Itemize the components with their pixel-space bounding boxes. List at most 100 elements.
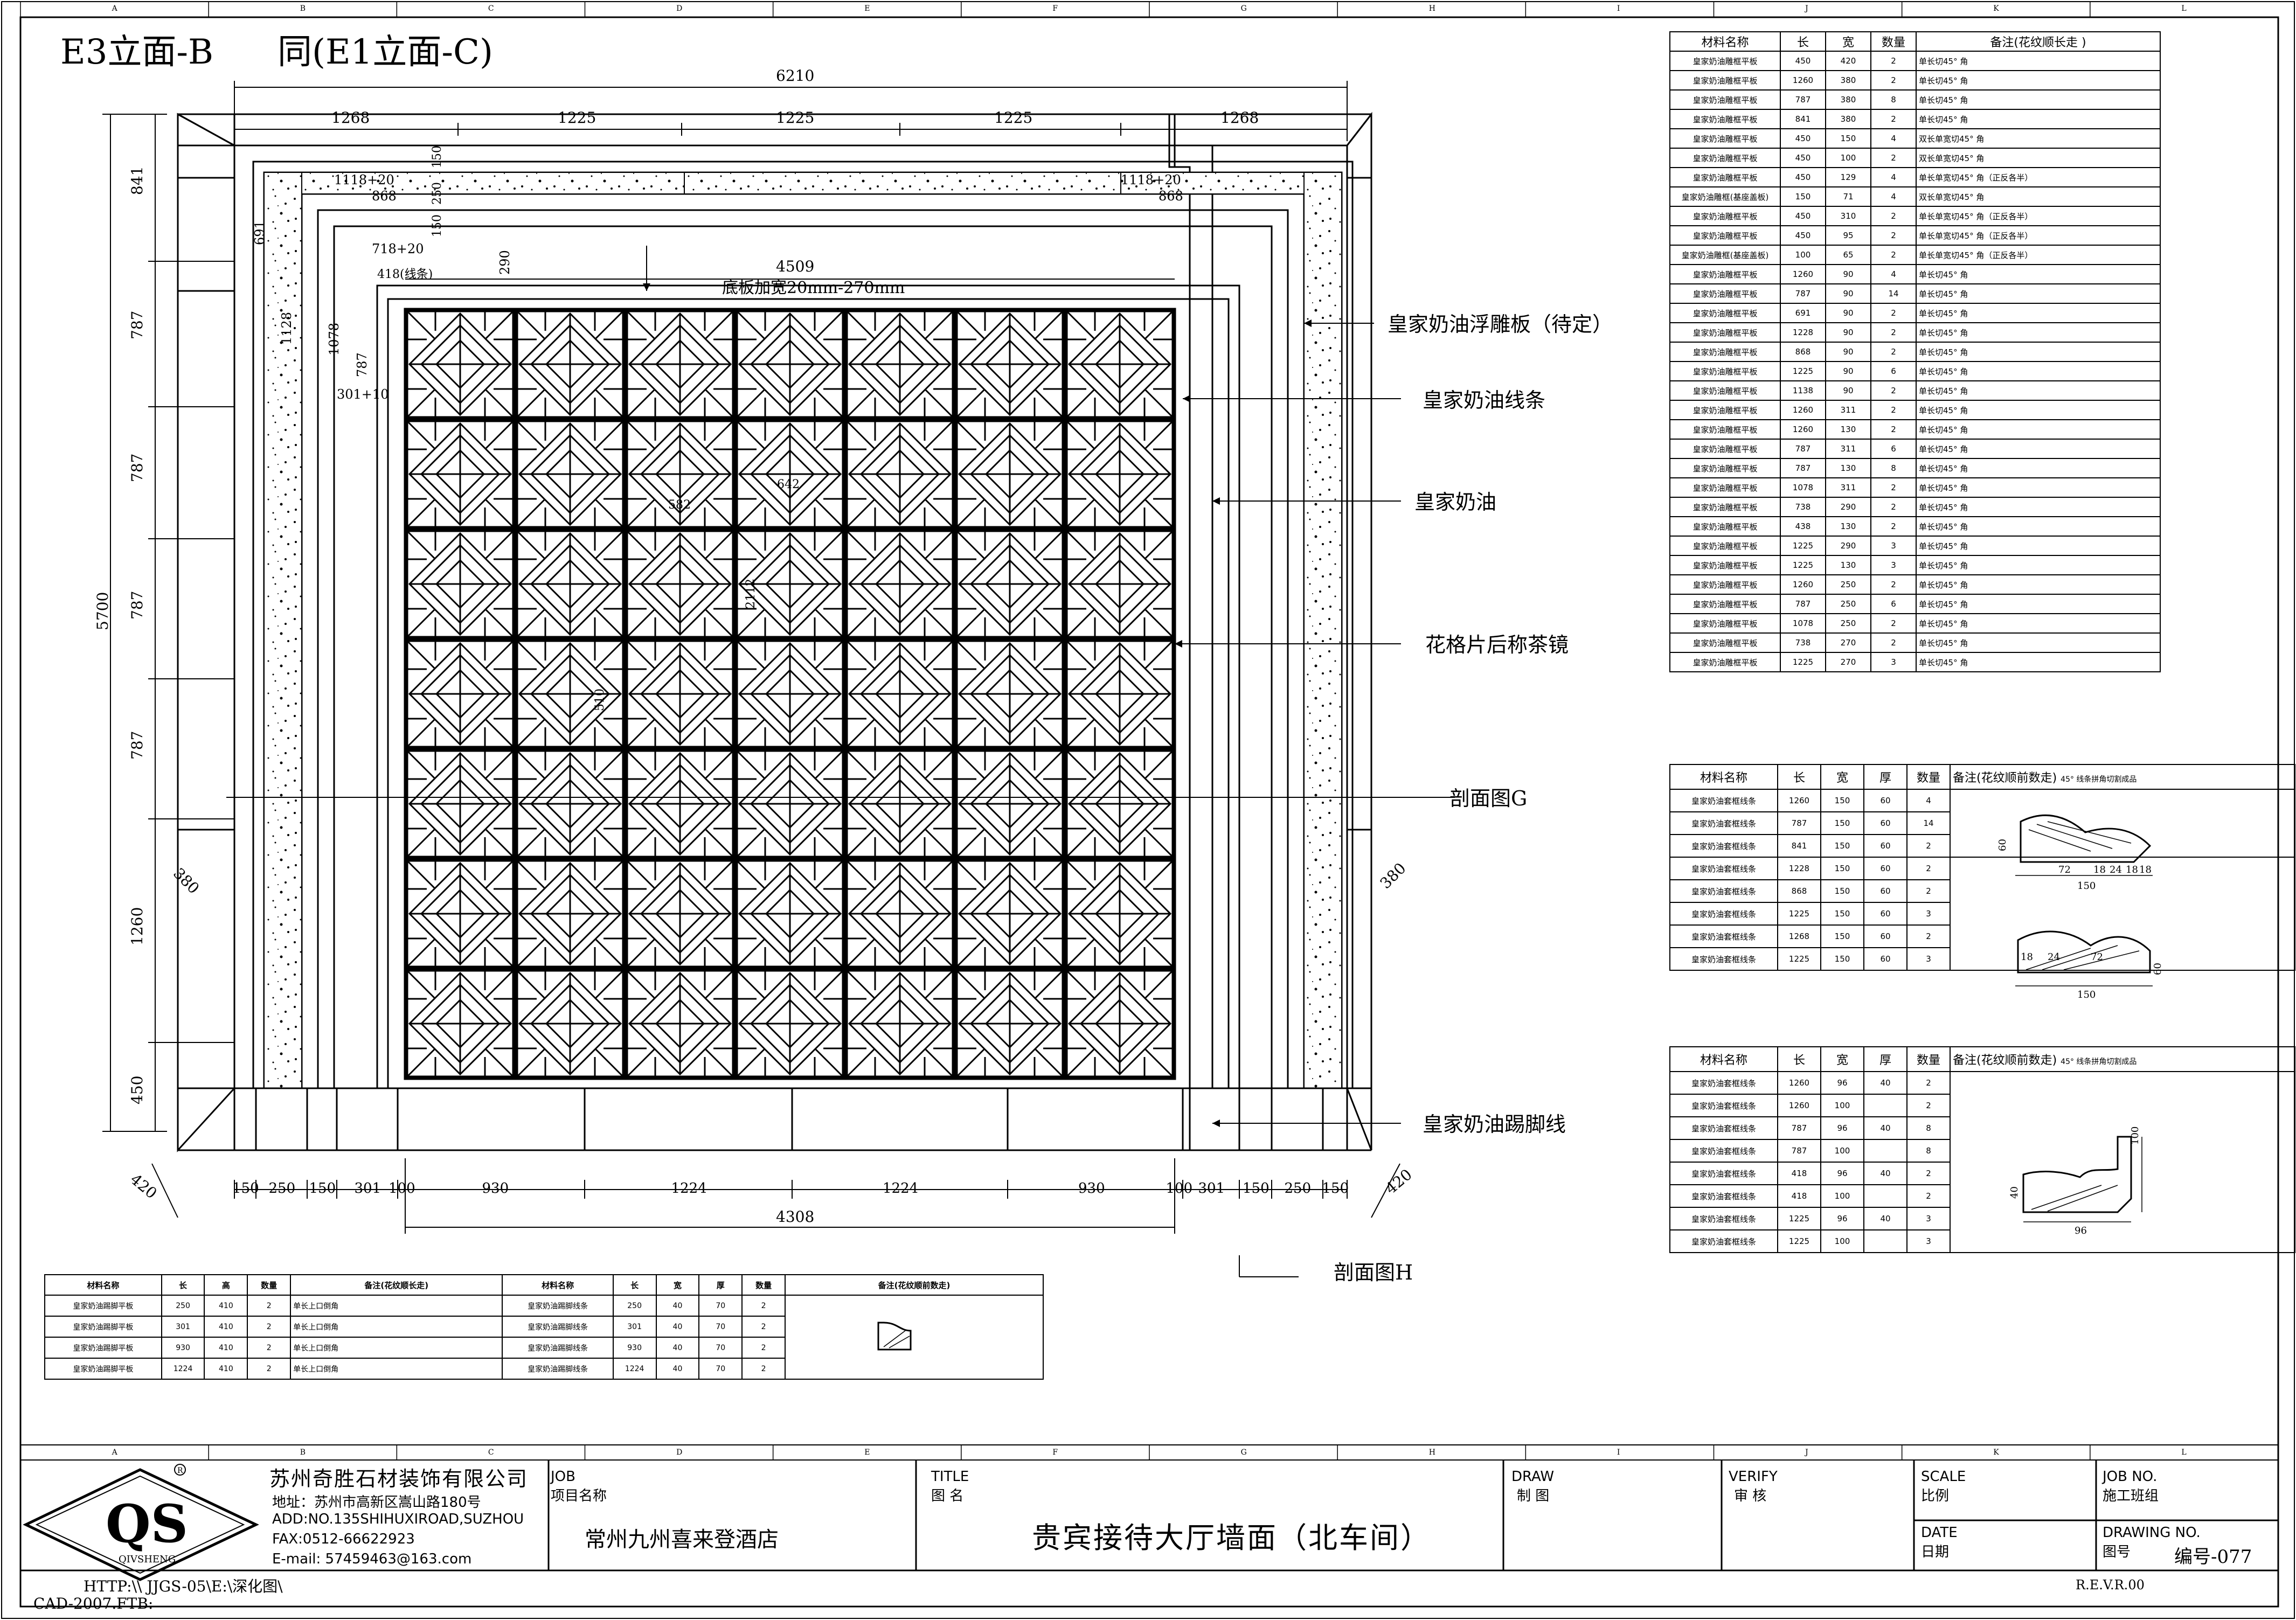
t1-header: 数量 bbox=[1870, 31, 1917, 52]
callout-lattice-mirror: 花格片后称茶镜 bbox=[1425, 633, 1569, 657]
table-cell: 皇家奶油雕框平板 bbox=[1669, 264, 1781, 284]
svg-text:301+10: 301+10 bbox=[337, 387, 389, 402]
border-letter: F bbox=[1052, 1448, 1058, 1457]
logo-mark: QS bbox=[106, 1493, 188, 1554]
profile-sketch-cell bbox=[1950, 857, 2295, 971]
bottom-dimension-label: 930 bbox=[1078, 1180, 1105, 1197]
table-cell: 14 bbox=[1906, 811, 1951, 835]
border-letter: H bbox=[1429, 1448, 1435, 1457]
table-cell: 40 bbox=[655, 1358, 700, 1380]
t1-header: 材料名称 bbox=[1669, 31, 1781, 52]
table-cell: 1225 bbox=[1777, 1207, 1821, 1230]
border-letter: H bbox=[1429, 4, 1435, 13]
table-cell: 418 bbox=[1777, 1162, 1821, 1185]
border-letter: K bbox=[1993, 1448, 1999, 1457]
table-cell: 皇家奶油雕框(基座盖板) bbox=[1669, 245, 1781, 265]
svg-text:787: 787 bbox=[128, 591, 146, 620]
table-cell: 6 bbox=[1870, 594, 1917, 614]
svg-text:1268: 1268 bbox=[1220, 109, 1259, 127]
company-fax: FAX:0512-66622923 bbox=[272, 1531, 415, 1547]
table-cell: 2 bbox=[1870, 497, 1917, 517]
profile-sketch-cell bbox=[1950, 789, 2295, 858]
table-cell: 2 bbox=[1906, 1162, 1951, 1185]
table-cell: 301 bbox=[612, 1316, 657, 1338]
table-cell: 4 bbox=[1906, 789, 1951, 812]
table-cell: 150 bbox=[1820, 902, 1864, 926]
table-cell: 皇家奶油雕框平板 bbox=[1669, 652, 1781, 672]
table-cell: 738 bbox=[1780, 632, 1826, 653]
cad-version: CAD-2007.FTB: bbox=[33, 1595, 154, 1612]
table-cell: 2 bbox=[1870, 400, 1917, 420]
table-cell: 40 bbox=[655, 1295, 700, 1317]
table-cell: 单长切45° 角 bbox=[1916, 380, 2161, 401]
svg-text:380: 380 bbox=[170, 865, 203, 898]
material-table-skirting: 材料名称 长 高 数量 备注(花纹顺长走) 材料名称 长 宽 厚 数量 备注(花… bbox=[44, 1274, 1044, 1380]
table-cell: 787 bbox=[1780, 594, 1826, 614]
table-cell: 1225 bbox=[1780, 652, 1826, 672]
table-cell: 150 bbox=[1820, 879, 1864, 903]
table-cell: 130 bbox=[1825, 458, 1871, 478]
table-cell: 单长上口倒角 bbox=[290, 1337, 503, 1359]
revision: R.E.V.R.00 bbox=[2076, 1577, 2145, 1593]
base-note: 底板加宽20mm-270mm bbox=[722, 279, 905, 297]
title-label-cn: 图 名 bbox=[931, 1488, 964, 1504]
svg-text:1225: 1225 bbox=[776, 109, 814, 127]
table-cell: 90 bbox=[1825, 342, 1871, 362]
table-cell: 311 bbox=[1825, 439, 1871, 459]
border-letter: E bbox=[864, 4, 870, 13]
t3-header: 厚 bbox=[1863, 1046, 1907, 1072]
callout-trim-line: 皇家奶油线条 bbox=[1423, 388, 1545, 412]
table-cell: 410 bbox=[204, 1295, 248, 1317]
svg-text:787: 787 bbox=[128, 311, 146, 339]
table-cell: 皇家奶油踢脚平板 bbox=[44, 1337, 162, 1359]
t4-header: 长 bbox=[161, 1274, 205, 1296]
table-cell: 皇家奶油套框线条 bbox=[1669, 947, 1778, 971]
verify-label-en: VERIFY bbox=[1729, 1469, 1778, 1485]
table-cell: 皇家奶油雕框平板 bbox=[1669, 516, 1781, 537]
svg-text:787: 787 bbox=[128, 454, 146, 482]
table-cell: 8 bbox=[1906, 1116, 1951, 1140]
table-cell: 410 bbox=[204, 1316, 248, 1338]
table-cell: 310 bbox=[1825, 206, 1871, 226]
table-cell: 90 bbox=[1825, 380, 1871, 401]
table-cell: 皇家奶油套框线条 bbox=[1669, 857, 1778, 880]
t1-header: 备注(花纹顺长走 ) bbox=[1916, 31, 2161, 52]
svg-text:R: R bbox=[177, 1466, 183, 1475]
table-cell: 双长单宽切45° 角 bbox=[1916, 128, 2161, 149]
table-cell: 250 bbox=[1825, 613, 1871, 634]
t4-header: 厚 bbox=[698, 1274, 743, 1296]
table-cell: 单长切45° 角 bbox=[1916, 536, 2161, 556]
table-cell: 皇家奶油雕框平板 bbox=[1669, 167, 1781, 187]
table-cell: 2 bbox=[1906, 834, 1951, 858]
table-cell: 皇家奶油雕框平板 bbox=[1669, 51, 1781, 71]
table-cell: 皇家奶油雕框平板 bbox=[1669, 458, 1781, 478]
table-cell: 单长切45° 角 bbox=[1916, 516, 2161, 537]
callout-section-h: 剖面图H bbox=[1334, 1261, 1413, 1284]
table-cell: 2 bbox=[247, 1316, 292, 1338]
table-cell: 787 bbox=[1780, 283, 1826, 304]
table-cell: 100 bbox=[1820, 1094, 1864, 1117]
table-cell: 1225 bbox=[1780, 555, 1826, 575]
table-cell: 单长单宽切45° 角（正反各半） bbox=[1916, 167, 2161, 187]
table-cell: 1268 bbox=[1777, 924, 1821, 948]
svg-text:150: 150 bbox=[2077, 989, 2096, 1000]
table-cell: 皇家奶油套框线条 bbox=[1669, 1229, 1778, 1253]
table-cell: 单长切45° 角 bbox=[1916, 361, 2161, 381]
table-cell: 60 bbox=[1863, 834, 1907, 858]
elevation-ref: 同(E1立面-C) bbox=[278, 32, 493, 72]
table-cell bbox=[1863, 1229, 1907, 1253]
table-cell: 单长切45° 角 bbox=[1916, 303, 2161, 323]
table-cell: 单长上口倒角 bbox=[290, 1358, 503, 1380]
